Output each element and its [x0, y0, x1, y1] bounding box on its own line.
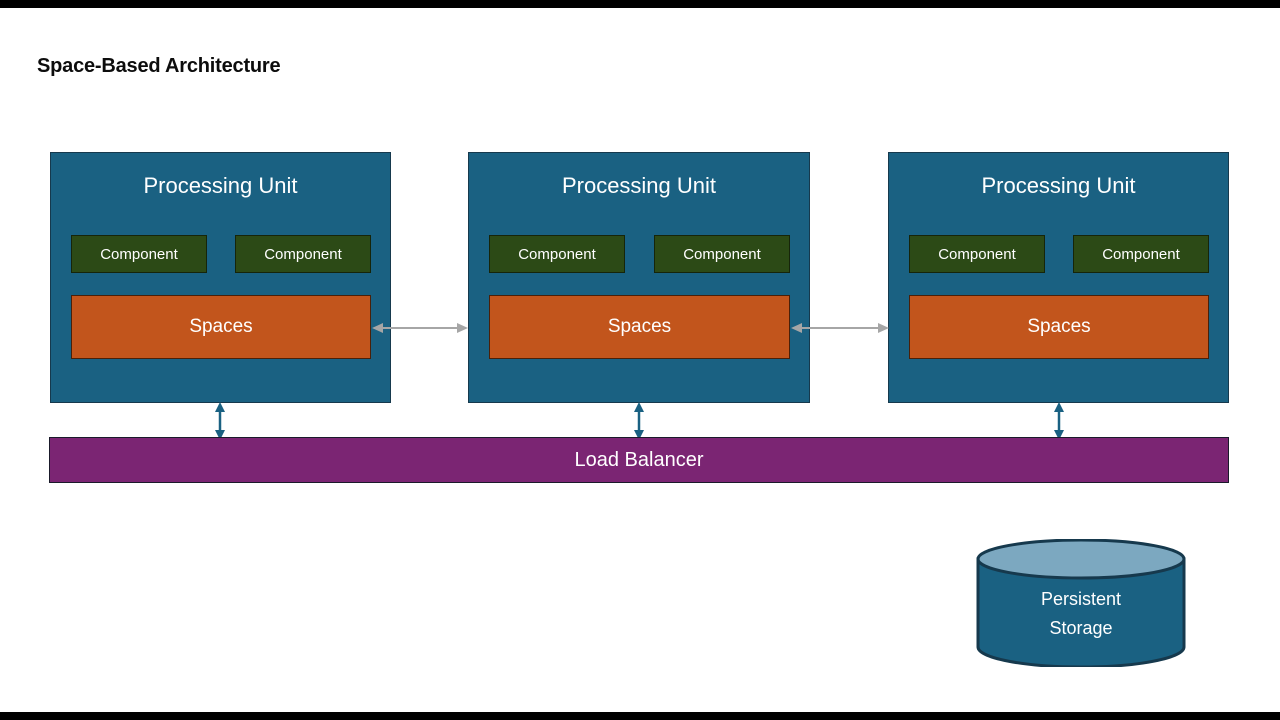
double-arrow-horizontal-icon-2: [791, 320, 889, 336]
processing-unit-2[interactable]: Processing Unit Component Component Spac…: [468, 152, 810, 403]
processing-unit-1-component-1[interactable]: Component: [71, 235, 207, 273]
cylinder-icon: [976, 539, 1186, 667]
letterbox-top-bar: [0, 0, 1280, 8]
processing-unit-3-component-1[interactable]: Component: [909, 235, 1045, 273]
processing-unit-2-component-1[interactable]: Component: [489, 235, 625, 273]
double-arrow-vertical-icon-3: [1051, 402, 1067, 440]
double-arrow-horizontal-icon-1: [372, 320, 468, 336]
persistent-storage-cylinder[interactable]: Persistent Storage: [976, 539, 1186, 667]
processing-unit-1-spaces[interactable]: Spaces: [71, 295, 371, 359]
processing-unit-1-component-2[interactable]: Component: [235, 235, 371, 273]
page-title: Space-Based Architecture: [37, 55, 281, 77]
processing-unit-3-title: Processing Unit: [981, 173, 1136, 198]
processing-unit-2-component-2[interactable]: Component: [654, 235, 790, 273]
processing-unit-1-title: Processing Unit: [143, 173, 298, 198]
load-balancer-bar[interactable]: Load Balancer: [49, 437, 1229, 483]
letterbox-bottom-bar: [0, 712, 1280, 720]
processing-unit-3-component-2[interactable]: Component: [1073, 235, 1209, 273]
double-arrow-vertical-icon-2: [631, 402, 647, 440]
double-arrow-vertical-icon-1: [212, 402, 228, 440]
processing-unit-2-spaces[interactable]: Spaces: [489, 295, 790, 359]
processing-unit-2-title: Processing Unit: [561, 173, 717, 198]
processing-unit-3[interactable]: Processing Unit Component Component Spac…: [888, 152, 1229, 403]
processing-unit-1[interactable]: Processing Unit Component Component Spac…: [50, 152, 391, 403]
slide-canvas: Space-Based Architecture Processing Unit…: [0, 8, 1280, 712]
processing-unit-3-spaces[interactable]: Spaces: [909, 295, 1209, 359]
